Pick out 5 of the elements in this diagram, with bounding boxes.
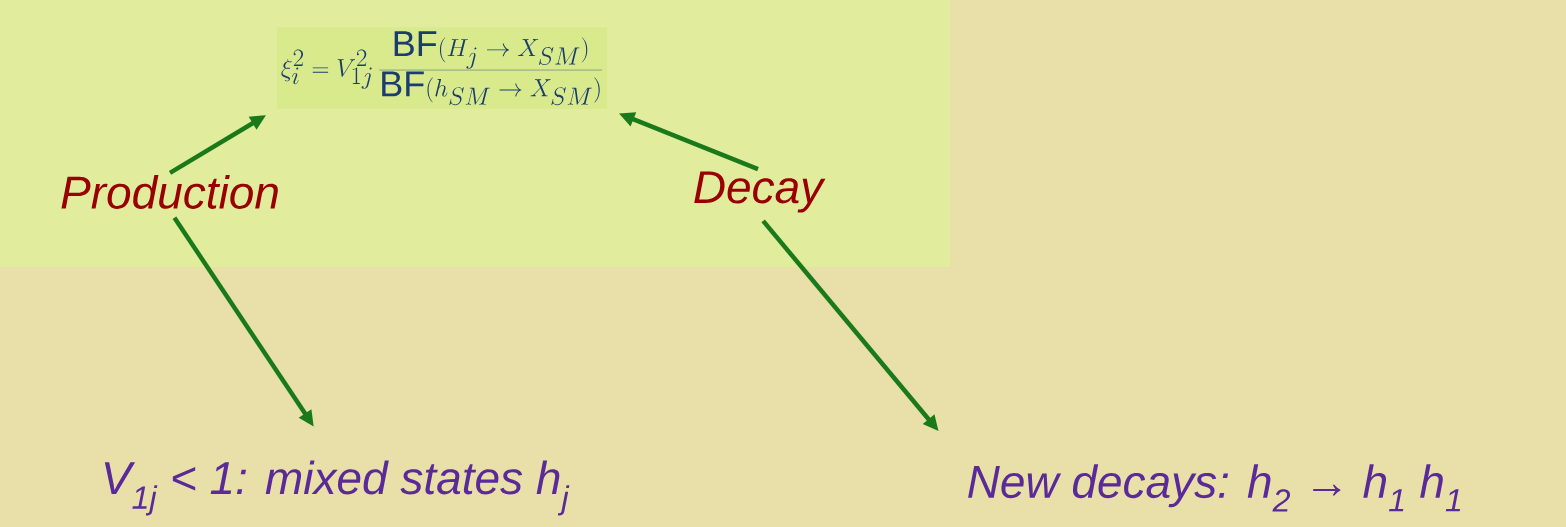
term-label: Production	[61, 175, 278, 209]
term-label: Decay	[694, 171, 826, 213]
result-text: V$_{1j}$ < 1: mixed states h$_{j}$	[104, 460, 570, 516]
result-text: New decays: h$_{2}$ → h$_{1}$ h$_{1}$	[968, 464, 1461, 512]
formula-box: $\xi_i^2 = V_{1j}^2\,\frac{\mathrm{BF}(H_j \to X_{SM})}{\mathrm{BF}(h_{SM} \to X_{SM})}$	[276, 27, 608, 109]
